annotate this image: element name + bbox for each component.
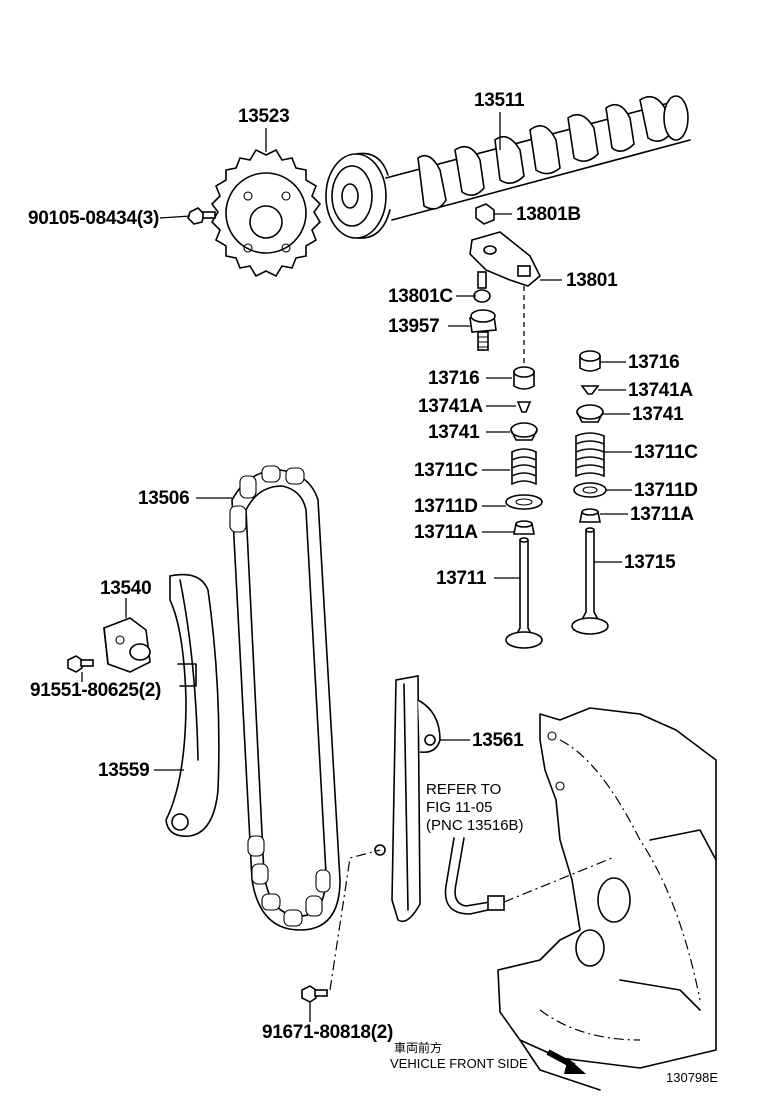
cam-sprocket: [210, 148, 322, 278]
rocker-arm: [469, 231, 541, 287]
reference-note: REFER TO FIG 11-05 (PNC 13516B): [426, 781, 524, 834]
label-spring-left: 13711C: [414, 460, 478, 481]
plug-bolt: [469, 309, 497, 351]
label-spring-seat-left: 13711D: [414, 496, 478, 517]
note-line-3: (PNC 13516B): [426, 817, 524, 834]
sprocket-bolt: [187, 207, 216, 225]
rocker-bolt: [473, 271, 491, 303]
label-intake-valve: 13711: [436, 568, 487, 589]
label-damper: 13561: [472, 730, 524, 751]
label-sprocket-bolt: 90105-08434(3): [28, 208, 159, 229]
label-exhaust-valve: 13715: [624, 552, 676, 573]
label-lash-adjuster-left: 13716: [428, 368, 479, 389]
engine-block: [497, 707, 717, 1091]
note-line-1: REFER TO: [426, 781, 501, 798]
timing-chain: [229, 465, 341, 931]
camshaft: [325, 95, 691, 239]
label-slipper: 13559: [98, 760, 149, 781]
label-lash-cap: 13801B: [516, 204, 581, 225]
oil-pipe: [444, 837, 505, 915]
valve-stack-left: [505, 366, 543, 649]
chain-tensioner: [103, 617, 151, 673]
label-rocker-arm: 13801: [566, 270, 618, 291]
direction-japanese: 車両前方: [394, 1040, 442, 1055]
part-labels: 13511 13523 90105-08434(3) 13801B 13801 …: [28, 90, 699, 1043]
label-tensioner-bolt: 91551-80625(2): [30, 680, 161, 701]
figure-code: 130798E: [666, 1070, 718, 1085]
front-direction-arrow-icon: [546, 1049, 586, 1074]
direction-english: VEHICLE FRONT SIDE: [390, 1056, 528, 1071]
label-spring-right: 13711C: [634, 442, 698, 463]
label-cam-sprocket: 13523: [238, 106, 289, 127]
assembly-line-pipe: [503, 857, 613, 903]
chain-damper: [374, 675, 441, 923]
label-retainer-right: 13741: [632, 404, 684, 425]
label-retainer-left: 13741: [428, 422, 480, 443]
tensioner-bolt: [67, 655, 94, 673]
label-seal-right: 13711A: [630, 504, 694, 525]
damper-bolt: [301, 985, 328, 1003]
chain-slipper: [165, 573, 220, 837]
label-chain: 13506: [138, 488, 189, 509]
label-tensioner: 13540: [100, 578, 151, 599]
label-rocker-bolt: 13801C: [388, 286, 453, 307]
assembly-line-damper: [329, 849, 381, 991]
valve-stack-right: [571, 350, 609, 635]
label-plug-bolt: 13957: [388, 316, 439, 337]
note-line-2: FIG 11-05: [426, 799, 492, 816]
label-retainer-key-left: 13741A: [418, 396, 483, 417]
label-damper-bolt: 91671-80818(2): [262, 1022, 393, 1043]
label-seal-left: 13711A: [414, 522, 478, 543]
label-lash-adjuster-right: 13716: [628, 352, 679, 373]
label-camshaft: 13511: [474, 90, 525, 111]
lash-cap: [475, 203, 495, 225]
label-spring-seat-right: 13711D: [634, 480, 698, 501]
label-retainer-key-right: 13741A: [628, 380, 693, 401]
leader-lines: [81, 112, 632, 1022]
